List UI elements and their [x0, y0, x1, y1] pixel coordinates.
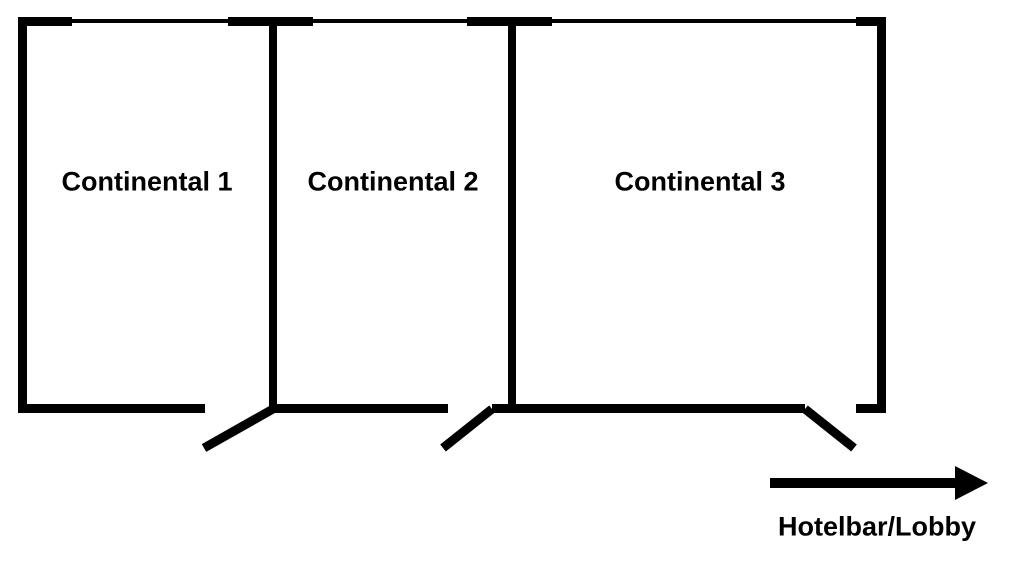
room-label-continental-1: Continental 1: [61, 166, 233, 197]
exit-arrow-shaft: [770, 478, 958, 488]
exit-destination-label: Hotelbar/Lobby: [777, 511, 977, 542]
bottom-wall-corner: [856, 404, 886, 413]
divider-wall-2-3: [508, 17, 516, 413]
door-leaf-continental-1: [201, 405, 276, 452]
divider-wall-1-2: [269, 17, 277, 413]
wall-right: [877, 17, 886, 413]
top-span-1: [72, 19, 228, 23]
room-label-continental-2: Continental 2: [307, 166, 479, 197]
side-walls-group: [18, 17, 886, 413]
top-pier-left: [18, 17, 72, 26]
bottom-wall-middle: [269, 404, 448, 413]
doors-group: [201, 405, 857, 452]
bottom-wall-right: [492, 404, 805, 413]
door-leaf-continental-3: [802, 405, 857, 452]
top-wall-group: [18, 17, 886, 26]
wall-left: [18, 17, 27, 413]
top-span-3: [552, 19, 856, 23]
room-label-continental-3: Continental 3: [614, 166, 786, 197]
exit-arrow-right: [770, 466, 988, 500]
door-leaf-continental-2: [440, 405, 495, 452]
top-span-2: [313, 19, 467, 23]
exit-arrow-head: [955, 466, 988, 500]
bottom-wall-left: [18, 404, 205, 413]
top-pier-right: [856, 17, 886, 26]
bottom-wall-group: [18, 404, 886, 413]
divider-walls-group: [269, 17, 516, 413]
